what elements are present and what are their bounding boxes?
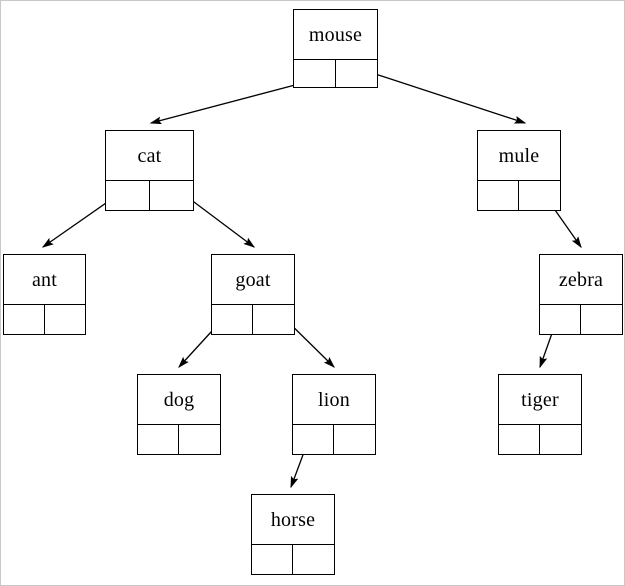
left-pointer-cell[interactable] bbox=[212, 305, 253, 334]
right-pointer-cell[interactable] bbox=[334, 425, 375, 454]
tree-node-pointer-row bbox=[4, 305, 85, 334]
right-pointer-cell[interactable] bbox=[540, 425, 581, 454]
left-pointer-cell[interactable] bbox=[540, 305, 581, 334]
left-pointer-cell[interactable] bbox=[4, 305, 45, 334]
right-pointer-cell[interactable] bbox=[293, 545, 334, 574]
left-pointer-cell[interactable] bbox=[138, 425, 179, 454]
right-pointer-cell[interactable] bbox=[45, 305, 86, 334]
tree-node-label: ant bbox=[4, 255, 85, 305]
tree-node-goat[interactable]: goat bbox=[211, 254, 295, 335]
right-pointer-cell[interactable] bbox=[150, 181, 194, 210]
tree-node-pointer-row bbox=[106, 181, 193, 210]
right-pointer-cell[interactable] bbox=[253, 305, 294, 334]
right-pointer-cell[interactable] bbox=[336, 60, 378, 87]
tree-node-lion[interactable]: lion bbox=[292, 374, 376, 455]
tree-node-pointer-row bbox=[499, 425, 581, 454]
tree-node-pointer-row bbox=[212, 305, 294, 334]
tree-node-cat[interactable]: cat bbox=[105, 130, 194, 211]
tree-edge-mouse-left-cat bbox=[149, 79, 315, 125]
tree-node-pointer-row bbox=[138, 425, 220, 454]
right-pointer-cell[interactable] bbox=[519, 181, 560, 210]
tree-node-mule[interactable]: mule bbox=[477, 130, 561, 211]
tree-node-dog[interactable]: dog bbox=[137, 374, 221, 455]
tree-node-pointer-row bbox=[293, 425, 375, 454]
left-pointer-cell[interactable] bbox=[293, 425, 334, 454]
tree-node-pointer-row bbox=[478, 181, 560, 210]
tree-node-label: dog bbox=[138, 375, 220, 425]
tree-node-label: horse bbox=[252, 495, 334, 545]
tree-node-tiger[interactable]: tiger bbox=[498, 374, 582, 455]
tree-node-label: zebra bbox=[540, 255, 622, 305]
tree-node-pointer-row bbox=[540, 305, 622, 334]
tree-node-label: goat bbox=[212, 255, 294, 305]
tree-node-ant[interactable]: ant bbox=[3, 254, 86, 335]
left-pointer-cell[interactable] bbox=[499, 425, 540, 454]
tree-node-label: mule bbox=[478, 131, 560, 181]
tree-node-zebra[interactable]: zebra bbox=[539, 254, 623, 335]
left-pointer-cell[interactable] bbox=[294, 60, 336, 87]
tree-node-horse[interactable]: horse bbox=[251, 494, 335, 575]
tree-edge-mouse-right-mule bbox=[356, 67, 527, 124]
tree-node-label: mouse bbox=[294, 10, 377, 60]
left-pointer-cell[interactable] bbox=[252, 545, 293, 574]
left-pointer-cell[interactable] bbox=[478, 181, 519, 210]
left-pointer-cell[interactable] bbox=[106, 181, 150, 210]
tree-node-label: tiger bbox=[499, 375, 581, 425]
tree-node-label: lion bbox=[293, 375, 375, 425]
tree-node-pointer-row bbox=[294, 60, 377, 87]
tree-node-pointer-row bbox=[252, 545, 334, 574]
tree-node-mouse[interactable]: mouse bbox=[293, 9, 378, 88]
tree-node-label: cat bbox=[106, 131, 193, 181]
right-pointer-cell[interactable] bbox=[179, 425, 220, 454]
right-pointer-cell[interactable] bbox=[581, 305, 622, 334]
